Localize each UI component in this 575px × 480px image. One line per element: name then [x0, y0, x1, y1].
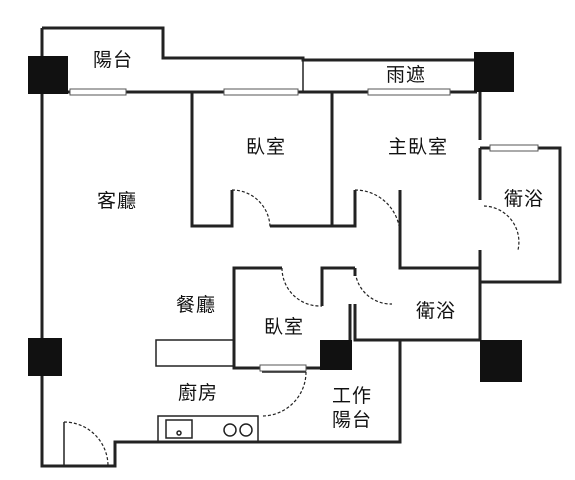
utility-door-icon	[261, 371, 307, 417]
kitchen-counter	[157, 415, 259, 443]
sink-icon	[165, 419, 193, 439]
room-label-utility-balcony-line1: 工作	[331, 385, 372, 407]
balcony-wall	[40, 28, 402, 468]
bedroom-2-door-icon	[281, 267, 323, 307]
window-icon	[367, 88, 451, 96]
stove-burner-icon	[223, 423, 237, 437]
entry-door-icon	[63, 421, 109, 467]
structural-column	[28, 338, 62, 376]
bathroom-1-door-icon	[483, 205, 520, 251]
window-icon	[223, 88, 299, 96]
window-icon	[489, 144, 539, 152]
outer-wall	[42, 26, 477, 62]
bathroom-1-walls	[478, 146, 562, 284]
master-bedroom-door-icon	[354, 189, 401, 236]
bathroom-2-door-icon	[354, 267, 393, 305]
bathroom-2-walls	[353, 268, 482, 342]
room-label-utility-balcony: 工作 陽台	[328, 384, 376, 432]
room-label-kitchen: 廚房	[178, 382, 219, 404]
sink-drain-icon	[176, 430, 182, 436]
room-label-bedroom-2: 臥室	[264, 316, 305, 338]
structural-column	[480, 340, 522, 382]
bar-counter	[155, 339, 235, 367]
room-label-master-bedroom: 主臥室	[388, 136, 449, 158]
bedroom-2-right-wall	[320, 266, 355, 306]
window-icon	[69, 88, 127, 96]
structural-column	[474, 52, 514, 92]
structural-column	[320, 340, 352, 370]
room-label-balcony: 陽台	[93, 49, 134, 71]
master-bedroom-left-wall	[332, 190, 357, 228]
room-label-dining-room: 餐廳	[176, 294, 217, 316]
master-bedroom-bottom-wall	[398, 190, 480, 270]
bedroom-1-door-icon	[231, 189, 271, 229]
room-label-living-room: 客廳	[97, 190, 138, 212]
bedroom-1-right-wall	[270, 92, 334, 228]
stove-burner-icon	[239, 423, 253, 437]
room-label-utility-balcony-line2: 陽台	[331, 409, 372, 431]
room-label-canopy: 雨遮	[386, 64, 427, 86]
room-label-bathroom-1: 衛浴	[504, 188, 545, 210]
window-icon	[259, 364, 307, 372]
structural-column	[28, 56, 68, 94]
room-label-bedroom-1: 臥室	[246, 136, 287, 158]
bedroom-1-walls	[190, 92, 234, 228]
room-label-bathroom-2: 衛浴	[416, 300, 457, 322]
